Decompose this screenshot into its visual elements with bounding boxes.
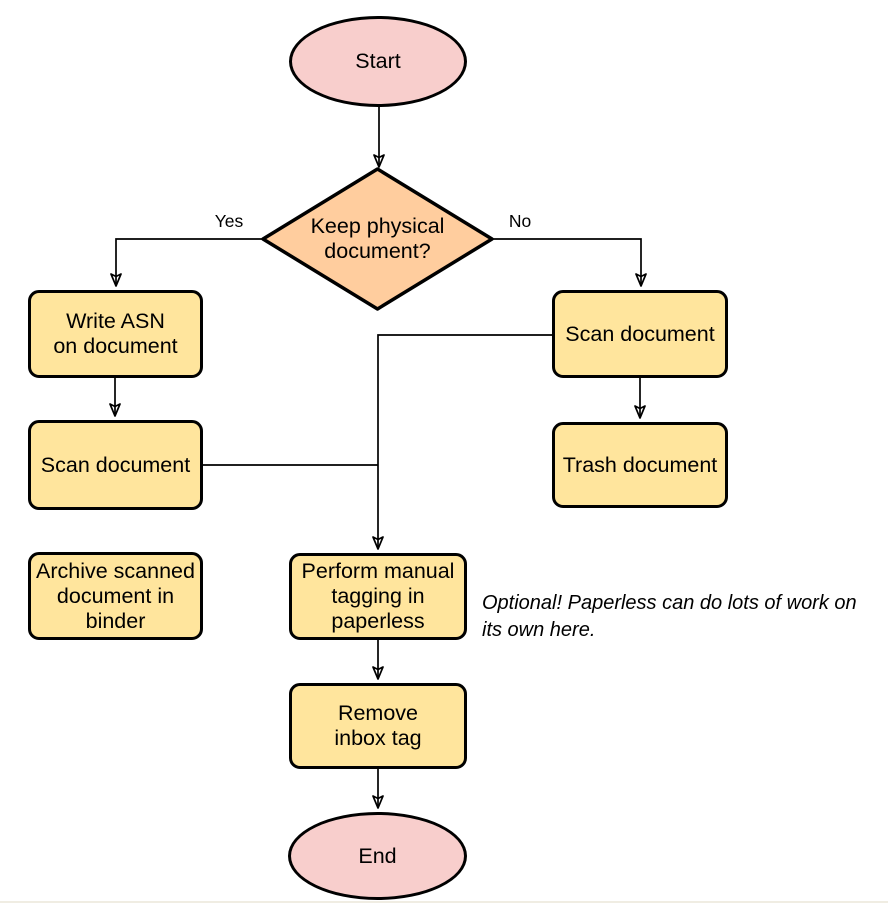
edge-scan-right-to-tagging	[372, 334, 552, 550]
node-decision-keep-physical-document: Keep physical document?	[261, 167, 494, 311]
node-remove-inbox-tag: Remove inbox tag	[289, 683, 467, 769]
node-write-asn-on-document: Write ASN on document	[28, 290, 203, 378]
node-trash-document: Trash document	[552, 422, 728, 508]
bottom-hairline	[0, 901, 888, 903]
annotation-optional-paperless: Optional! Paperless can do lots of work …	[482, 592, 857, 641]
node-end: End	[288, 812, 467, 900]
node-scan-document-right: Scan document	[552, 290, 728, 378]
edge-label-no: No	[505, 211, 535, 231]
decision-diamond-shape	[261, 167, 494, 311]
edge-no-to-scan-right	[490, 238, 647, 287]
node-perform-manual-tagging: Perform manual tagging in paperless	[289, 553, 467, 640]
node-start: Start	[289, 16, 467, 107]
node-scan-document-left: Scan document	[28, 420, 203, 510]
edge-label-yes: Yes	[211, 211, 247, 231]
node-archive-scanned-document: Archive scanned document in binder	[28, 552, 203, 640]
decision-label: Keep physical document?	[310, 214, 445, 263]
edge-yes-to-write-asn	[110, 238, 265, 287]
